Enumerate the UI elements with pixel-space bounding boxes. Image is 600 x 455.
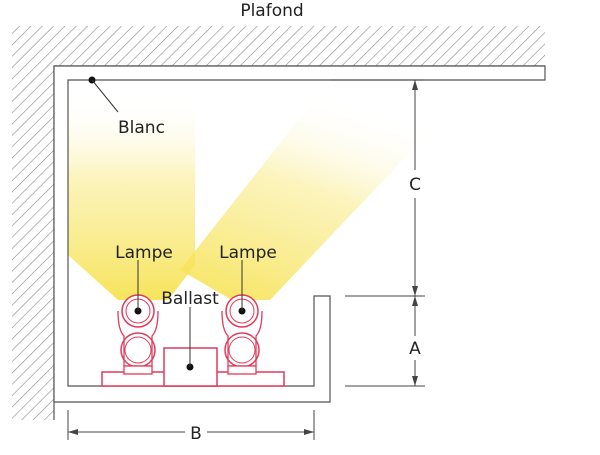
light-beam-right [180, 80, 450, 300]
cove-housing [53, 65, 546, 403]
dim-a-label: A [409, 339, 421, 359]
dim-b-label: B [190, 424, 202, 444]
lamp-left-tube-bottom [120, 332, 156, 368]
lamp-left-tube-bottom-inner [124, 336, 152, 364]
lamp-right-socket [227, 365, 257, 375]
dim-b-arrow-right [304, 429, 314, 435]
lamp-right-label: Lampe [219, 243, 277, 263]
dim-c-arrow-top [412, 80, 418, 90]
cove-outline [53, 65, 546, 403]
leaders [88, 76, 246, 371]
lamp-right-tube-bottom-inner [228, 336, 256, 364]
light-beam-left [68, 95, 195, 300]
lamp-right-tube-bottom [224, 332, 260, 368]
dim-a-arrow-bottom [412, 376, 418, 386]
labels: Plafond Blanc Lampe Lampe Ballast C A B [115, 1, 421, 444]
light-beams [68, 80, 450, 300]
lamp-left-label: Lampe [115, 243, 173, 263]
dim-b-arrow-left [68, 429, 78, 435]
ballast-label: Ballast [161, 289, 219, 309]
dim-a-arrow-top [412, 296, 418, 306]
dimensions [67, 79, 425, 440]
blanc-label: Blanc [118, 118, 165, 138]
blanc-leader [91, 79, 119, 113]
ballast-assembly [101, 347, 285, 387]
lamp-left-socket [123, 365, 153, 375]
ballast-box [163, 347, 218, 387]
ceiling-label: Plafond [240, 1, 303, 21]
dim-c-arrow-bottom [412, 286, 418, 296]
dim-c-label: C [409, 175, 421, 195]
